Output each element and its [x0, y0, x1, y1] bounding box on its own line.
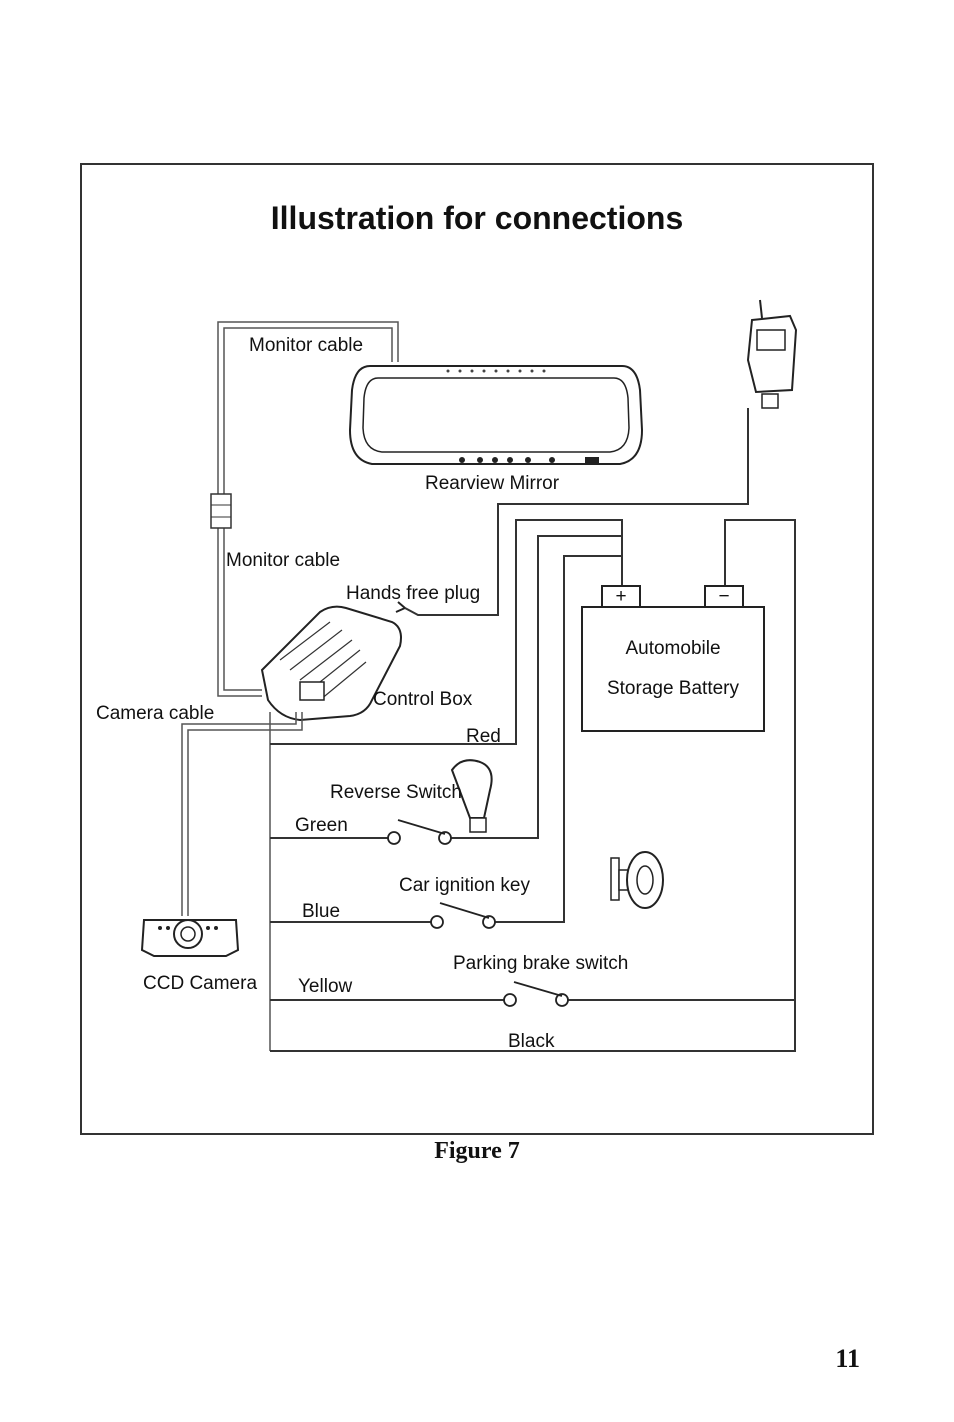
parking-brake-switch-label: Parking brake switch [453, 953, 628, 974]
cable-connector-icon [210, 493, 232, 529]
black-wire-label: Black [508, 1031, 555, 1052]
ignition-key-icon [610, 851, 664, 909]
figure-caption: Figure 7 [434, 1138, 520, 1164]
monitor-cable-mid-label: Monitor cable [226, 550, 340, 571]
diagram-title: Illustration for connections [271, 200, 683, 236]
blue-wire-label: Blue [302, 901, 340, 922]
ccd-camera-label: CCD Camera [143, 973, 257, 994]
control-box-icon [260, 605, 402, 722]
control-box-label: Control Box [373, 689, 473, 710]
mobile-phone-icon [746, 299, 798, 409]
battery-plus-terminal: + [615, 586, 626, 607]
car-ignition-key-label: Car ignition key [399, 875, 530, 896]
monitor-cable [210, 321, 399, 697]
monitor-cable-top-label: Monitor cable [249, 335, 363, 356]
reverse-switch-contacts [387, 819, 452, 845]
reverse-switch-label: Reverse Switch [330, 782, 462, 803]
battery-icon [581, 585, 765, 732]
battery-label-line2: Storage Battery [607, 678, 740, 699]
rearview-mirror-label: Rearview Mirror [425, 473, 560, 494]
red-wire-label: Red [466, 726, 501, 747]
ignition-key-contacts [430, 902, 496, 929]
gear-shifter-icon [450, 759, 493, 833]
page-number: 11 [835, 1344, 860, 1373]
battery-minus-terminal: − [718, 586, 729, 607]
camera-cable-label: Camera cable [96, 703, 214, 724]
parking-brake-contacts [503, 981, 569, 1007]
green-wire-label: Green [295, 815, 348, 836]
camera-cable [181, 712, 303, 916]
battery-label-line1: Automobile [625, 638, 720, 659]
rearview-mirror-icon [348, 365, 644, 465]
yellow-wire-label: Yellow [298, 976, 353, 997]
hands-free-plug-label: Hands free plug [346, 583, 480, 604]
ccd-camera-icon [140, 919, 240, 957]
harness-wires [269, 519, 796, 1052]
